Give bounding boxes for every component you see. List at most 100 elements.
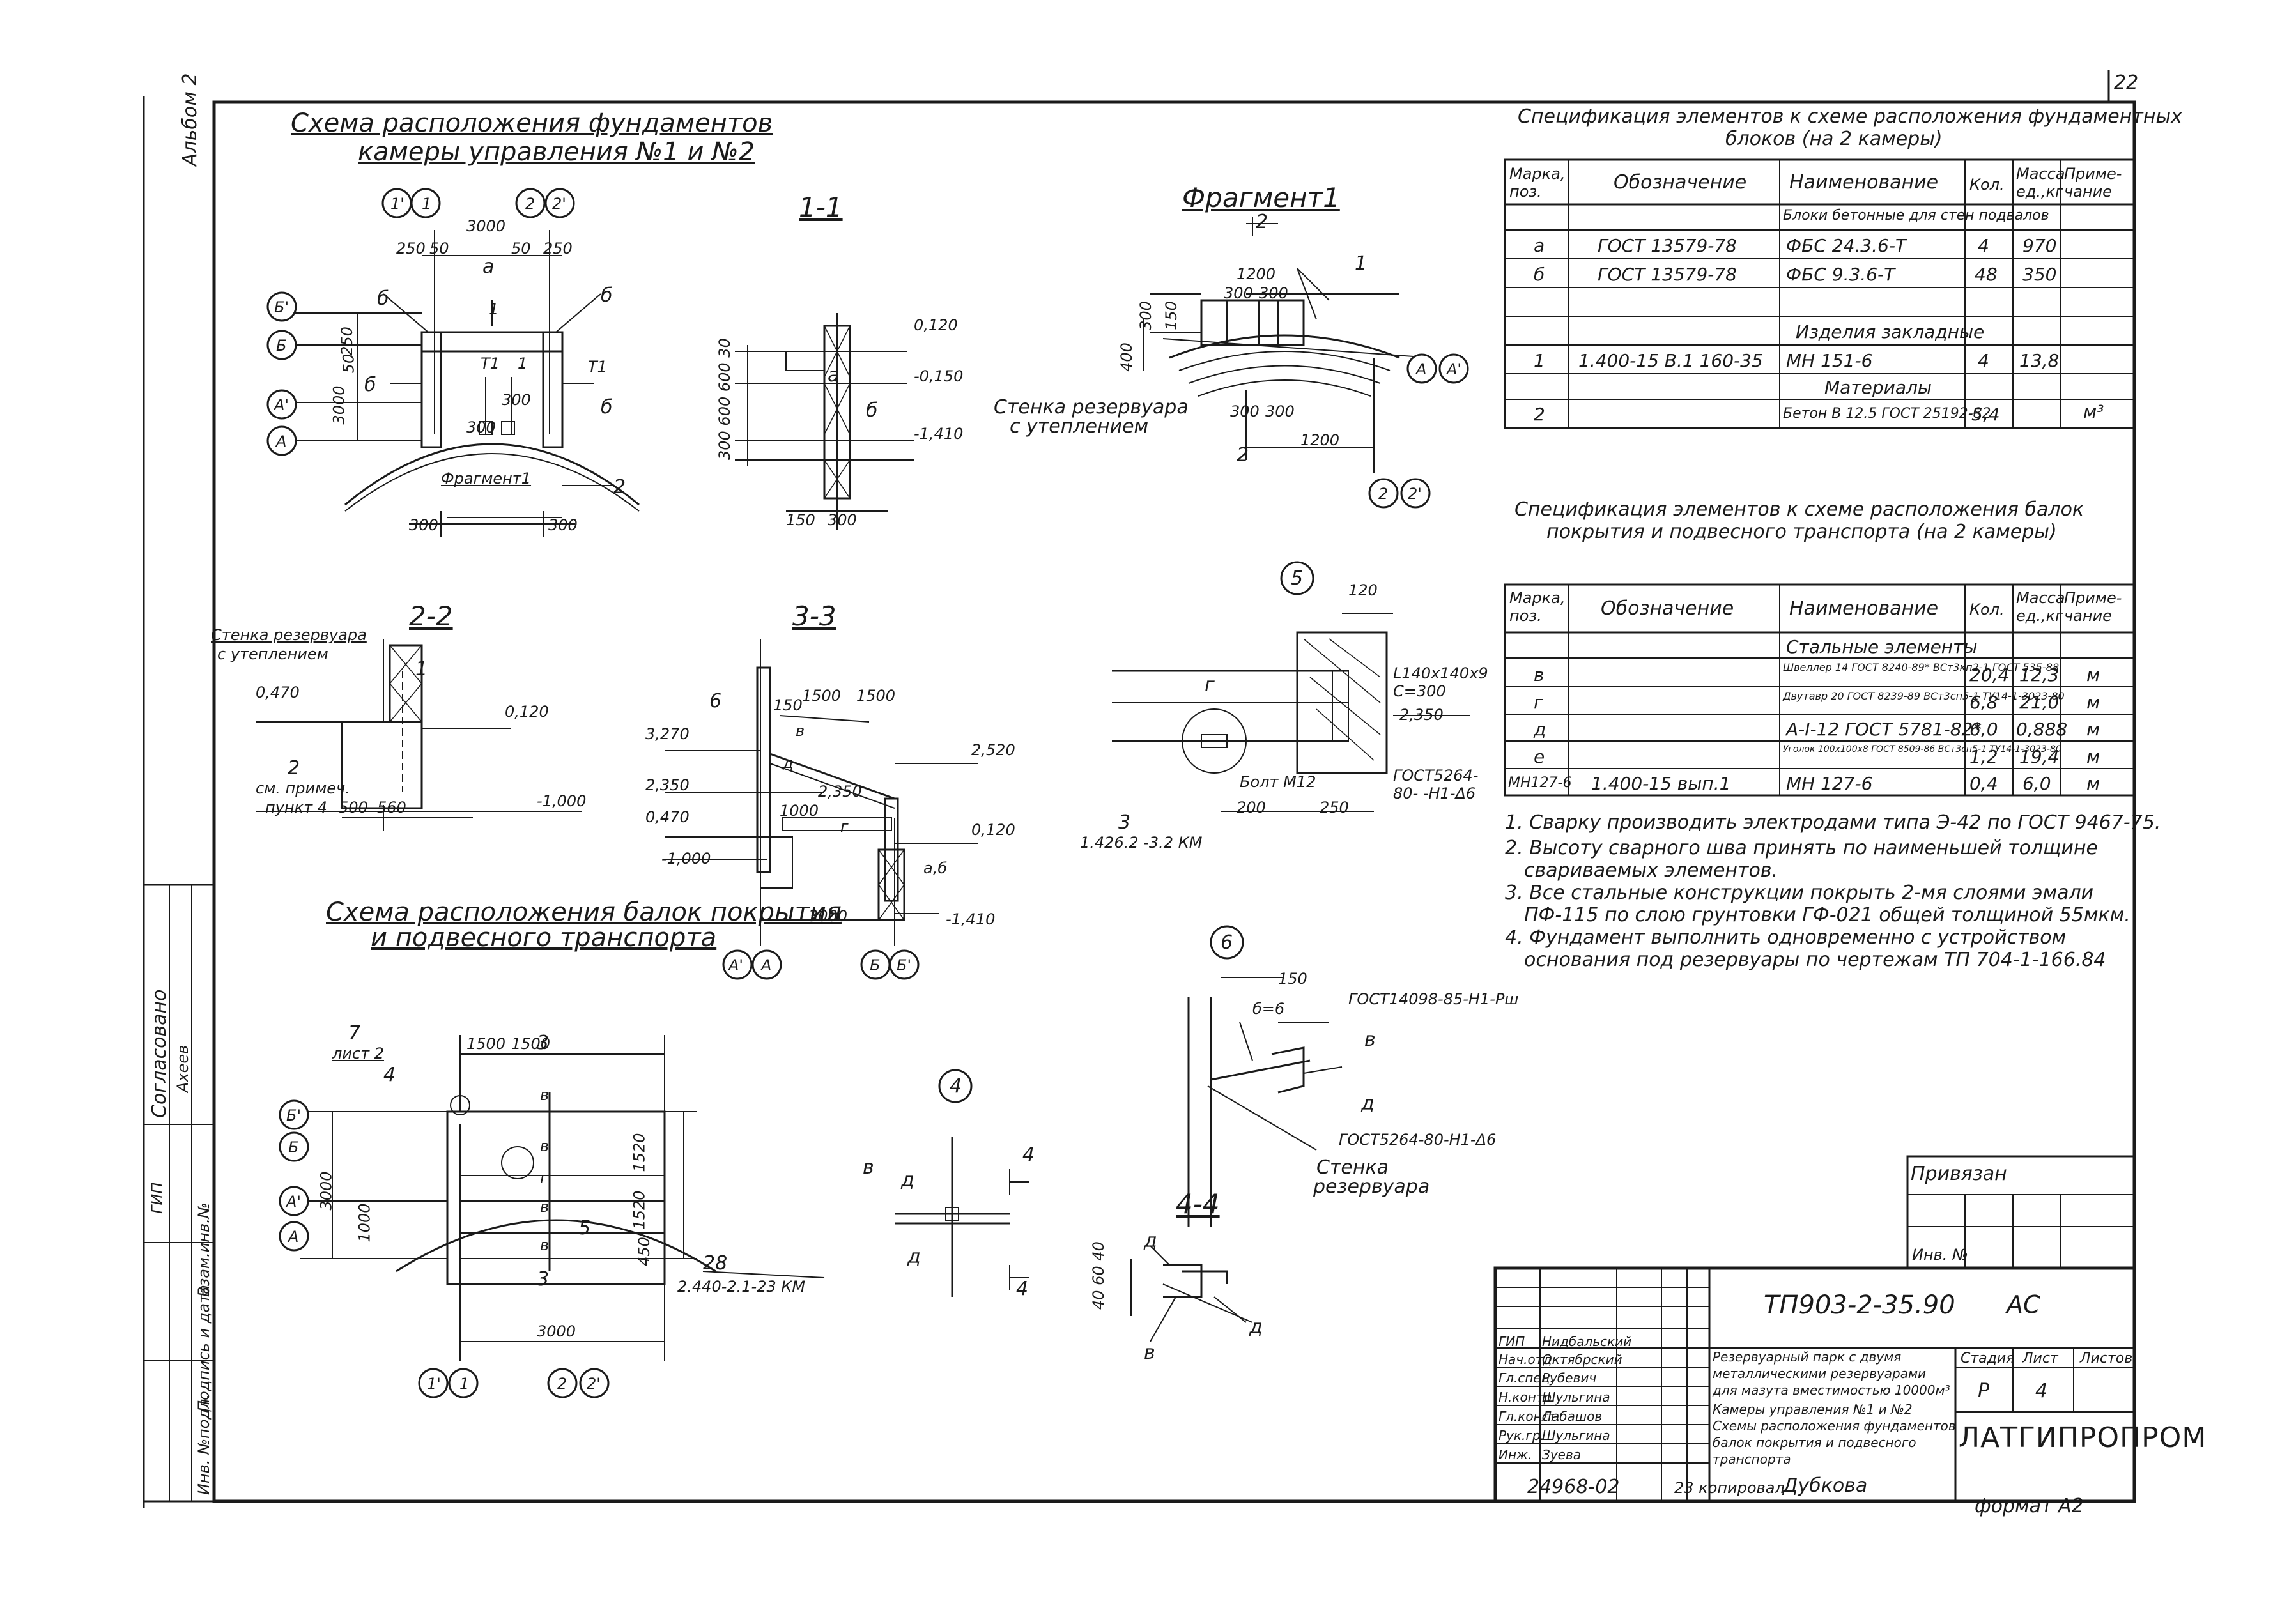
beam-axis-2-prime: 2'	[587, 1375, 601, 1393]
section-3-3-dim-1500a: 1500	[802, 687, 842, 705]
spec-beams-row2-note: м	[2086, 692, 2100, 713]
section-4-4-mark-v: в	[1144, 1342, 1155, 1364]
fragment-1-mark-1: 1	[1355, 252, 1368, 275]
note-1: 1. Сварку производить электродами типа Э…	[1505, 811, 2161, 834]
section-1-1-level-2: -0,150	[914, 367, 964, 385]
node-4-cut-top: 4	[1022, 1144, 1035, 1166]
foundation-dim-12: 300	[502, 391, 531, 409]
role-2-name: Октябрский	[1542, 1352, 1622, 1367]
spec-foundation-header-note: Приме- чание	[2064, 165, 2122, 201]
section-3-3-level-7: -1,000	[661, 850, 711, 868]
axis-label-A-prime: А'	[274, 396, 289, 414]
spec-beams-header-mark: Марка, поз.	[1509, 589, 1566, 625]
foundation-mark-b2: б	[601, 284, 613, 307]
fragment-1-wall-line1: Стенка резервуара	[994, 396, 1189, 418]
section-2-2-level-3: -1,000	[537, 792, 587, 810]
foundation-mark-a: а	[482, 256, 495, 278]
section-2-2-dim-500: 500	[339, 799, 368, 816]
node-6-wall-line1: Стенка	[1316, 1156, 1389, 1179]
spec-foundation-header-name: Наименование	[1789, 171, 1939, 194]
title-block-desc-6: балок покрытия и подвесного	[1713, 1435, 1916, 1450]
node-5-ref-line2: 1.426.2 -3.2 КМ	[1080, 834, 1203, 852]
approval-role: ГИП	[148, 1182, 166, 1214]
footer-format: формат А2	[1975, 1495, 2084, 1517]
spec-beams-row5-name: МН 127-6	[1786, 773, 1873, 794]
section-4-4-mark-d2: д	[1249, 1316, 1263, 1338]
section-2-2-wall-line2: с утеплением	[217, 645, 328, 663]
spec-foundation-row7-qty: 5,4	[1971, 404, 2000, 425]
spec-foundation-grid	[1504, 158, 2136, 429]
beam-mark-5: 5	[578, 1217, 591, 1239]
spec-beams-row3-note: м	[2086, 719, 2100, 740]
foundation-mark-b3: б	[364, 374, 376, 396]
section-3-3-axis-A: А	[761, 956, 772, 974]
fragment-1-mark-2: 2	[1237, 444, 1249, 466]
spec-beams-row5-note: м	[2086, 773, 2100, 794]
section-3-3-axis-B-prime: Б'	[897, 956, 912, 974]
spec-beams-row1-name: Швеллер 14 ГОСТ 8240-89* ВСт3кп2-1 ГОСТ …	[1783, 661, 2060, 673]
role-3: Гл.спец.	[1499, 1370, 1554, 1386]
node-4-mark-v: в	[863, 1156, 874, 1179]
approval-col-replace: Взам.инв.№	[195, 1202, 213, 1297]
spec-beams-row1-mark: в	[1534, 664, 1545, 685]
spec-foundation-row2-name: ФБС 9.3.6-Т	[1786, 264, 1895, 285]
beam-axis-B-prime: Б'	[286, 1106, 302, 1124]
title-block-stage: Р	[1978, 1380, 1990, 1402]
node-4-number: 4	[950, 1075, 962, 1098]
note-2-cont: свариваемых элементов.	[1524, 859, 1778, 882]
spec-foundation-row5-qty: 4	[1978, 350, 1989, 371]
spec-foundation-header-designation: Обозначение	[1614, 171, 1747, 194]
foundation-mark-t1b: Т1	[588, 358, 607, 376]
node-5-number: 5	[1291, 567, 1304, 590]
beam-mark-3a: 3	[537, 1032, 550, 1054]
title-block-sheet-label: Лист	[2022, 1351, 2058, 1367]
spec-foundation-row5-mass: 13,8	[2019, 350, 2060, 371]
foundation-scheme-title-line1: Схема расположения фундаментов	[291, 109, 773, 138]
spec-foundation-row7-note: м³	[2083, 401, 2104, 422]
beam-scheme-dim-3000: 3000	[537, 1322, 576, 1340]
fragment-1-graphic	[1143, 217, 1469, 509]
section-3-3-mark-ab: а,б	[923, 859, 948, 877]
section-2-2-note-line2: см. примеч.	[256, 779, 350, 797]
role-6: Рук.гр.	[1499, 1428, 1545, 1443]
foundation-mark-1b: 1	[518, 355, 528, 372]
section-2-2-note-line1: 2	[288, 757, 300, 779]
foundation-mark-t1a: Т1	[481, 355, 500, 372]
section-3-3-level-1: 3,270	[645, 725, 690, 743]
role-2: Нач.отд.	[1499, 1352, 1556, 1367]
note-3: 3. Все стальные конструкции покрыть 2-мя…	[1505, 882, 2094, 904]
node-6-wall-line2: резервуара	[1313, 1175, 1430, 1198]
beam-mark-v2: в	[540, 1137, 550, 1155]
beam-scheme-dim-1520b: 1520	[630, 1190, 649, 1230]
page-number: 22	[2114, 72, 2139, 94]
axis-label-1: 1	[422, 195, 432, 213]
axis-label-2: 2	[525, 195, 535, 213]
spec-foundation-title-line2: блоков (на 2 камеры)	[1725, 128, 1943, 150]
spec-beams-row4-qty: 1,2	[1969, 746, 1998, 767]
spec-beams-row3-mass: 0,888	[2016, 719, 2068, 740]
title-block-grid	[1493, 1266, 2136, 1503]
axis-label-1prime: 1'	[390, 195, 404, 213]
spec-beams-header-mass: Масса ед.,кг	[2016, 589, 2065, 625]
title-block-desc-2: металлическими резервуарами	[1713, 1366, 1927, 1381]
section-1-1-mark-b: б	[866, 399, 878, 422]
beam-mark-3b: 3	[537, 1268, 550, 1290]
spec-beams-title-line2: покрытия и подвесного транспорта (на 2 к…	[1546, 521, 2057, 543]
title-block-desc-5: Схемы расположения фундаментов	[1713, 1418, 1956, 1434]
approval-stamp-frame	[143, 884, 215, 1503]
node-5-label-angle: L140x140x9 С=300	[1393, 664, 1488, 700]
section-3-3-level-3: 2,350	[645, 776, 690, 794]
role-7-name: Зуева	[1542, 1447, 1582, 1462]
spec-beams-row4-mark: е	[1534, 746, 1545, 767]
node-6-dim-b6: б=6	[1252, 1000, 1285, 1018]
fragment-1-dim-300d: 300	[1230, 402, 1260, 420]
spec-beams-header-name: Наименование	[1789, 597, 1939, 620]
spec-foundation-row7-name: Бетон В 12.5 ГОСТ 25192-82	[1783, 406, 1991, 422]
beam-mark-7: 7	[348, 1022, 361, 1045]
node-5-label-level: 2,350	[1399, 706, 1444, 724]
role-4: Н.контр.	[1499, 1390, 1556, 1405]
section-2-2-graphic	[256, 639, 582, 831]
section-3-3-axis-A-prime: А'	[728, 956, 744, 974]
role-1-name: Нидбальский	[1542, 1334, 1632, 1349]
spec-beams-row4-mass: 19,4	[2019, 746, 2060, 767]
